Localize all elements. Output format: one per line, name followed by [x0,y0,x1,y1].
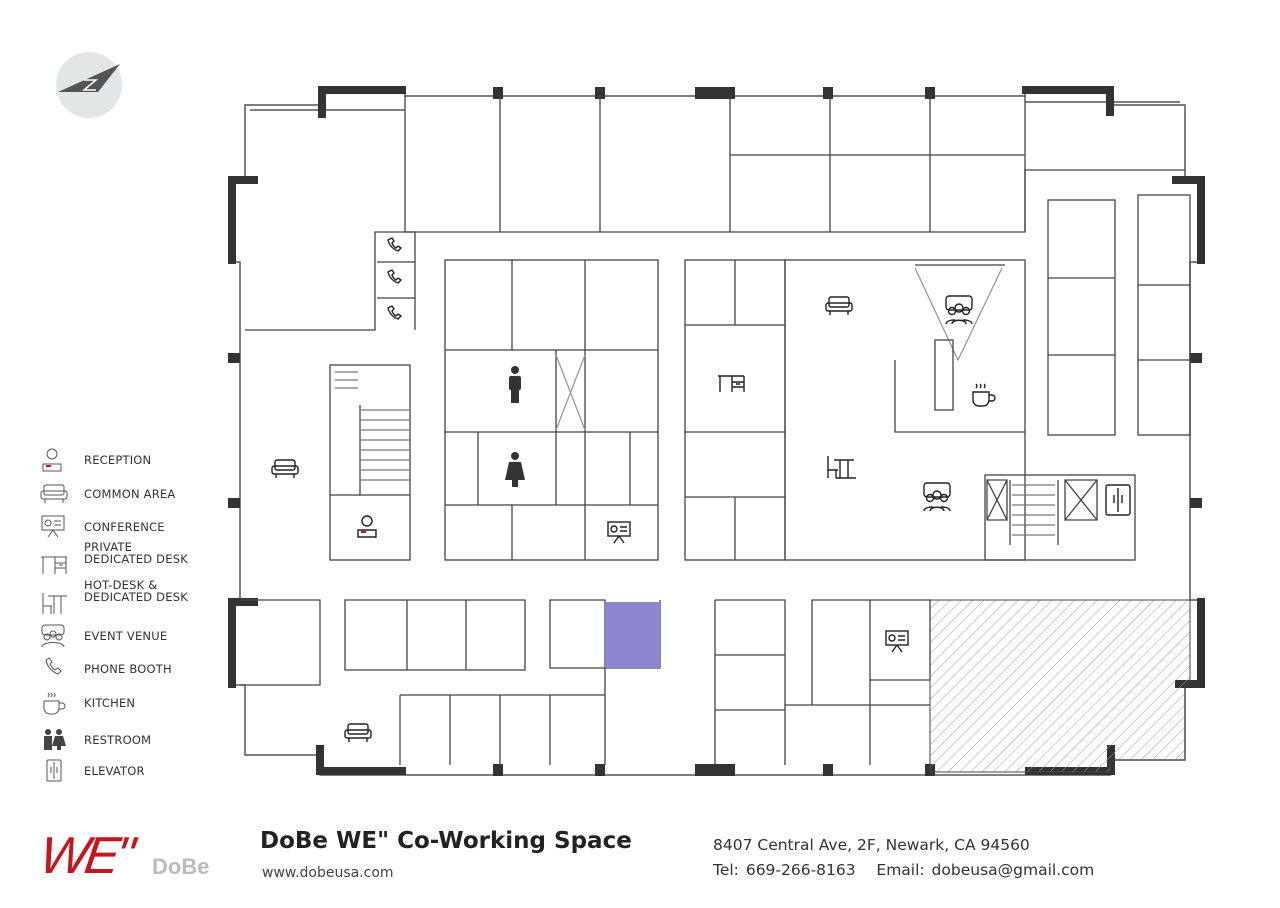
sofa-icon [344,723,372,742]
phone-icon [387,269,403,284]
event-venue-icon [41,624,65,648]
legend-item-phone-booth: PHONE BOOTH [40,657,172,681]
elevator-icon [1105,484,1131,516]
unavailable-area [929,599,1191,773]
dobe-we-logo: WE" DoBe [35,827,210,885]
hot-desk-icon [42,593,67,614]
highlighted-room[interactable] [605,602,660,668]
event-venue-icon [923,482,951,512]
legend-item-conference: CONFERENCE [40,515,165,539]
restroom-icon [44,729,66,750]
website-link[interactable]: www.dobeusa.com [262,865,394,881]
legend-item-event-venue: EVENT VENUE [40,624,167,648]
legend-item-hot-desk: HOT-DESK & DEDICATED DESK [40,579,188,616]
legend-item-private-desk: PRIVATE DEDICATED DESK [40,541,188,578]
north-arrow-icon [56,52,122,118]
legend-item-elevator: ELEVATOR [40,759,145,783]
event-venue-icon [945,295,973,325]
restroom-female-icon [505,452,525,487]
conference-icon [885,630,909,653]
kitchen-icon [43,692,66,715]
phone-icon [387,237,403,252]
contact-info: Tel: 669-266-8163 Email: dobeusa@gmail.c… [713,861,1095,879]
interior-walls [240,96,1191,765]
restroom-male-icon [509,366,521,403]
phone-icon [387,305,403,320]
legend-item-restroom: RESTROOM [40,728,151,752]
legend-item-reception: RECEPTION [40,448,151,472]
legend-item-common-area: COMMON AREA [40,482,175,506]
reception-icon [42,448,62,472]
private-desk-icon [41,556,67,574]
sofa-icon [825,296,853,315]
legend-item-kitchen: KITCHEN [40,691,135,715]
conference-icon [607,521,631,544]
conference-icon [41,515,65,538]
phone-icon [45,657,62,675]
sofa-icon [271,459,299,478]
kitchen-icon [972,383,996,407]
space-title: DoBe WE" Co-Working Space [260,828,632,854]
reception-icon [357,515,377,538]
elevator-icon [46,759,62,782]
structural-corners [228,86,1205,776]
address: 8407 Central Ave, 2F, Newark, CA 94560 [713,836,1030,854]
private-desk-icon [718,375,745,392]
sofa-icon [40,484,68,503]
hot-desk-icon [827,456,856,479]
